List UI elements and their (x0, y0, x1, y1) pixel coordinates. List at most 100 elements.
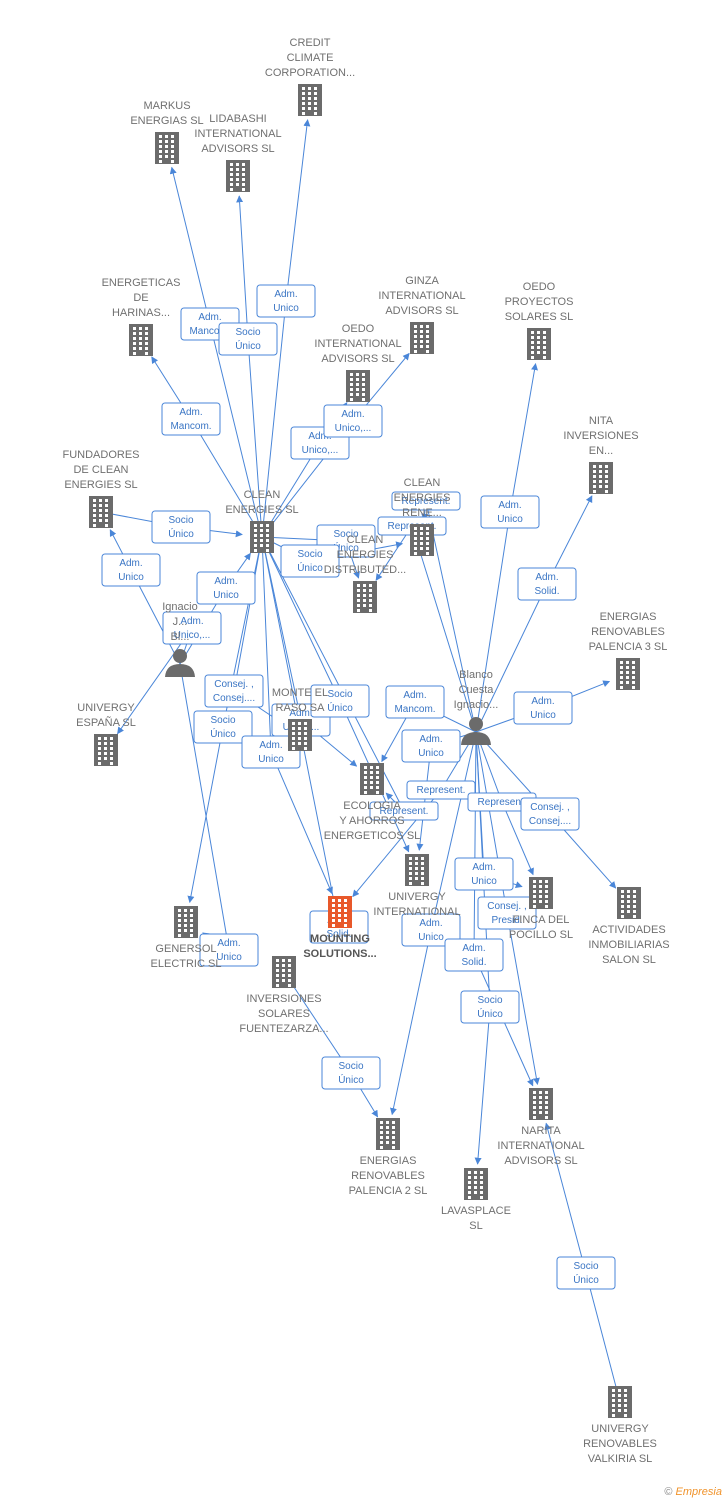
relation-label[interactable]: Consej. ,Presid. (477, 896, 537, 930)
relation-label[interactable]: Adm.Unico (256, 284, 316, 318)
relation-label[interactable]: Adm.Unico (401, 729, 461, 763)
relation-label[interactable]: Adm.Unico (196, 571, 256, 605)
building-icon (89, 496, 113, 528)
person-icon (461, 717, 491, 745)
node-label: UNIVERGY (591, 1423, 649, 1435)
company-node[interactable]: CREDITCLIMATECORPORATION... (265, 37, 355, 116)
relation-label[interactable]: Represent. (369, 801, 439, 821)
node-label: DE (133, 292, 148, 304)
relation-label-text: Unico (273, 303, 299, 314)
relation-label-text: Adm. (289, 708, 312, 719)
relation-label[interactable]: Adm.Unico,... (323, 404, 383, 438)
company-node[interactable]: CLEANENERGIESDISTRIBUTED... (324, 534, 407, 613)
relation-label[interactable]: Adm.Unico (241, 735, 301, 769)
company-node[interactable]: INVERSIONESSOLARESFUENTEZARZA... (239, 956, 329, 1035)
node-label: SOLUTIONS... (303, 948, 376, 960)
relation-label-text: Consej.... (213, 693, 255, 704)
relation-label[interactable]: Adm.Unico,... (162, 611, 222, 645)
building-icon (155, 132, 179, 164)
relation-label-text: Unico (497, 514, 523, 525)
relation-label[interactable]: Adm.Mancom. (385, 685, 445, 719)
building-icon (608, 1386, 632, 1418)
node-label: Bl... (171, 631, 190, 643)
relation-label[interactable]: Consej. ,Consej.... (520, 797, 580, 831)
relation-label-text: Socio (297, 549, 322, 560)
relation-label-text: Mancom. (394, 704, 435, 715)
relation-label-text: Unico (471, 876, 497, 887)
relation-label[interactable]: Adm.Unico (513, 691, 573, 725)
node-label: UNIVERGY (77, 702, 135, 714)
relation-label[interactable]: Adm.Unico (480, 495, 540, 529)
person-node[interactable]: IgnacioJ...Bl... (162, 601, 198, 677)
node-label: RENOVABLES (351, 1170, 425, 1182)
relation-label[interactable]: Adm.Solid. (444, 938, 504, 972)
relation-label[interactable]: Adm.Unico (199, 933, 259, 967)
relation-edge (236, 195, 263, 538)
relation-label[interactable]: Adm.Mancom. (161, 402, 221, 436)
relation-label-text: Socio (477, 995, 502, 1006)
company-node[interactable]: NITAINVERSIONESEN... (563, 415, 639, 494)
node-label: ELECTRIC SL (151, 958, 222, 970)
building-icon (328, 896, 352, 928)
node-label: ENERGIAS (360, 1155, 417, 1167)
company-node[interactable]: MOUNTING SOLUTIONS... (303, 896, 377, 960)
relation-label[interactable]: Represent. (391, 491, 461, 511)
relation-label[interactable]: Adm.Unico (454, 857, 514, 891)
node-label: MOUNTING (310, 933, 370, 945)
relation-label[interactable]: Adm.Solid. (517, 567, 577, 601)
relation-label[interactable]: Represent. (406, 780, 476, 800)
relation-label[interactable]: Adm.Unico (401, 913, 461, 947)
company-node[interactable]: ENERGETICASDEHARINAS... (102, 277, 181, 356)
node-label: NARITA (521, 1125, 561, 1137)
node-label: SOLARES SL (505, 311, 573, 323)
company-node[interactable]: CLEANENERGIESRENE... (394, 477, 451, 556)
node-label: ENERGIAS SL (130, 115, 203, 127)
building-icon (272, 956, 296, 988)
node-label: Ignacio... (454, 699, 499, 711)
node-label: FUENTEZARZA... (239, 1023, 328, 1035)
node-label: ENERGIES SL (225, 504, 298, 516)
relation-label-text: Único (573, 1273, 599, 1286)
relation-label-text: Consej. , (530, 802, 569, 813)
node-label: Y AHORROS (339, 815, 404, 827)
brand-logo[interactable]: Empresia (675, 1486, 722, 1498)
node-label: ENERGIES (394, 492, 451, 504)
relation-label-text: Único (333, 541, 359, 554)
building-icon (94, 734, 118, 766)
relation-label-text: Adm. (419, 734, 442, 745)
building-icon (360, 763, 384, 795)
person-node[interactable]: BlancoCuestaIgnacio... (454, 669, 499, 745)
relation-label-text: Socio (333, 529, 358, 540)
relation-label[interactable]: Consej. ,Consej.... (204, 674, 264, 708)
relation-label[interactable]: Adm.Unico (101, 553, 161, 587)
relation-label-text: Unico,... (335, 423, 372, 434)
relation-label[interactable]: Represent. (467, 792, 537, 812)
